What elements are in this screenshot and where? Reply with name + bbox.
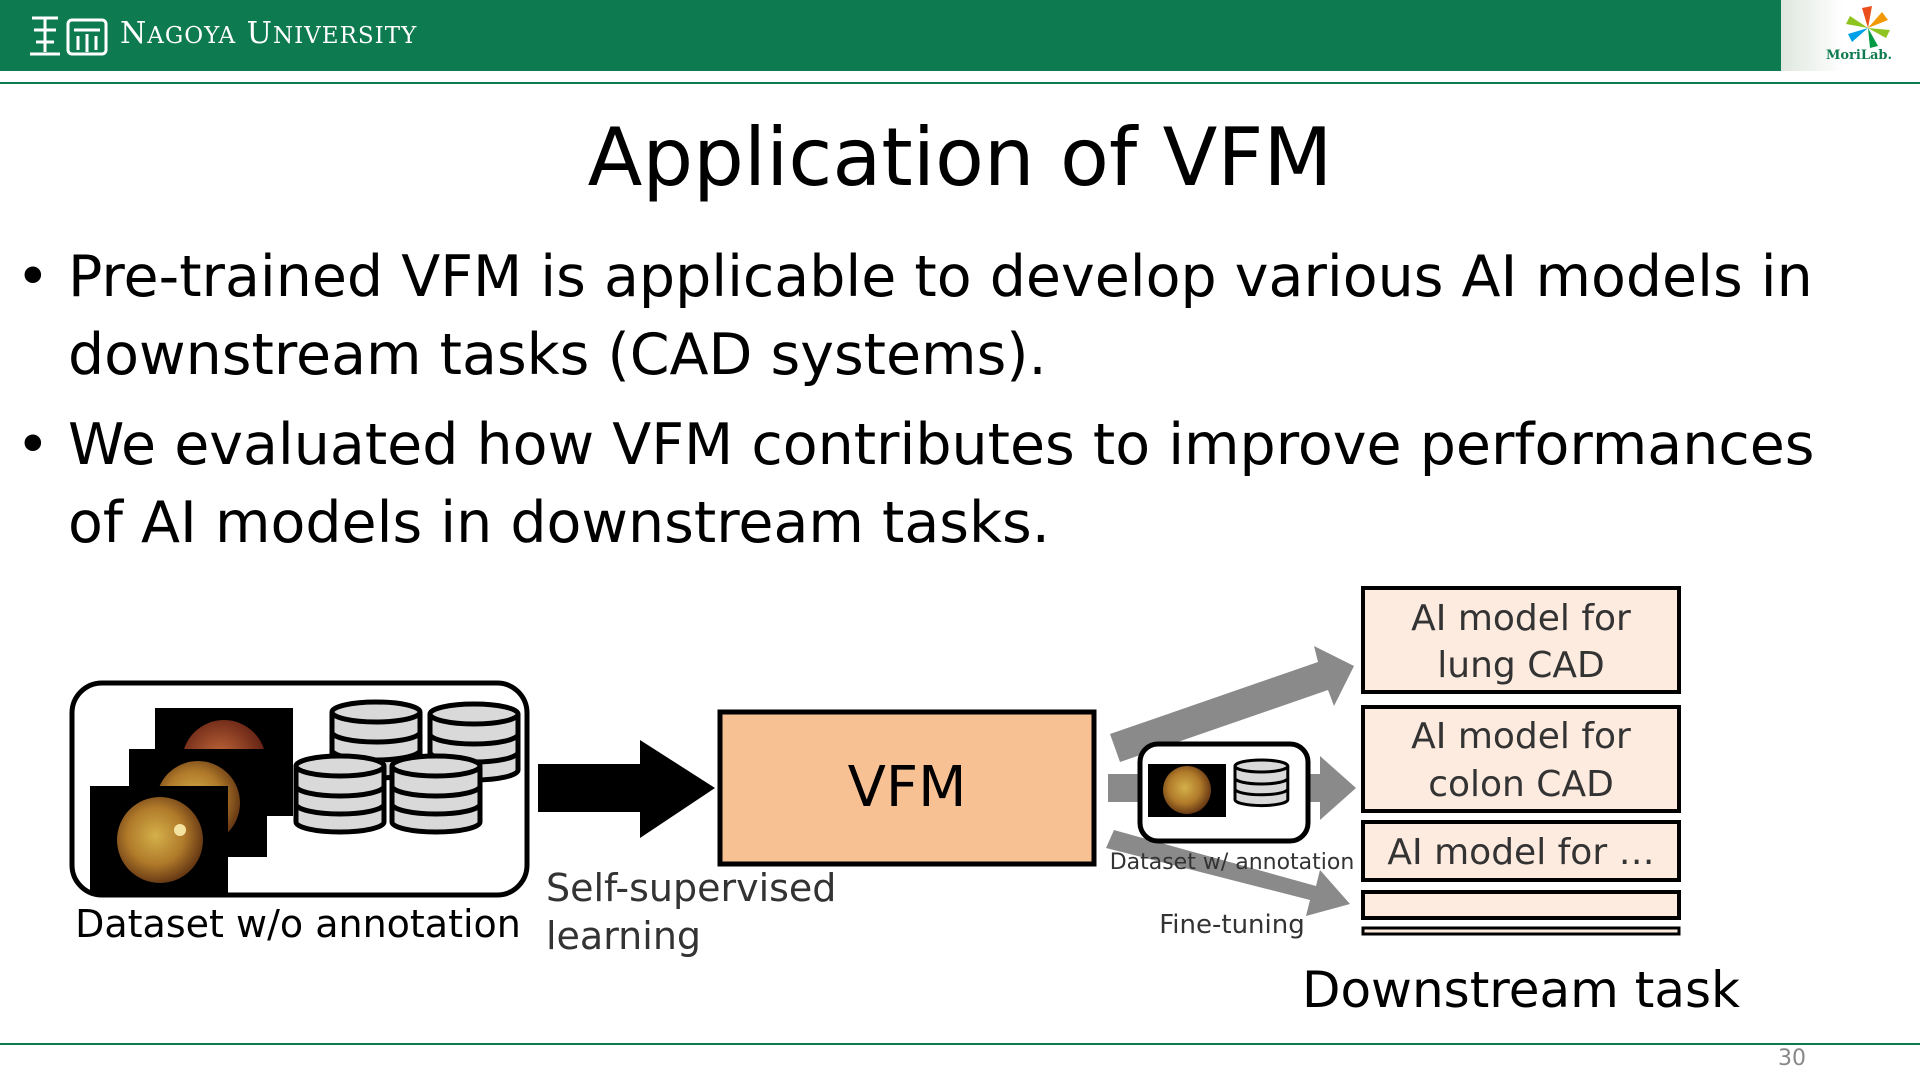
university-name-part-niversity: NIVERSITY (272, 23, 418, 49)
vfm-label: VFM (848, 755, 967, 820)
lab-logo-text: MoriLab. (1826, 48, 1893, 63)
fundus-image-icon (1148, 764, 1226, 817)
unlabeled-dataset-group (69, 680, 530, 898)
bullet-text: Pre-trained VFM is applicable to develop… (68, 244, 1813, 388)
task-box-line1: AI model for (1411, 598, 1631, 639)
morilab-pinwheel-logo-icon (1846, 6, 1890, 48)
task-box-stack (1361, 890, 1681, 920)
bullet-item: • Pre-trained VFM is applicable to devel… (16, 238, 1876, 394)
task-box-line2: colon CAD (1428, 764, 1614, 805)
university-name-initial-n: N (120, 16, 148, 51)
header-bar (0, 0, 1781, 71)
bullet-item: • We evaluated how VFM contributes to im… (16, 406, 1876, 562)
footer-divider (0, 1043, 1920, 1045)
fine-tuning-label: Fine-tuning (1159, 910, 1305, 940)
slide-title: Application of VFM (587, 111, 1333, 204)
task-box-other: AI model for … (1361, 820, 1681, 882)
bullet-dot-icon: • (16, 244, 50, 310)
task-box-line2: lung CAD (1437, 645, 1604, 686)
university-name: NAGOYA UNIVERSITY (120, 16, 417, 51)
bullet-list: • Pre-trained VFM is applicable to devel… (16, 238, 1876, 574)
database-icon (296, 756, 384, 832)
fundus-image-icon (90, 786, 228, 894)
ssl-label-line1: Self-supervised (546, 866, 836, 910)
bullet-dot-icon: • (16, 412, 50, 478)
task-box-lung: AI model for lung CAD (1361, 586, 1681, 694)
labeled-dataset-label: Dataset w/ annotation (1110, 850, 1355, 875)
nagoya-university-emblem-icon (30, 16, 108, 56)
labeled-dataset-group (1137, 741, 1311, 844)
page-number: 30 (1778, 1046, 1806, 1071)
university-name-initial-u: U (246, 16, 273, 51)
bullet-text: We evaluated how VFM contributes to impr… (68, 412, 1815, 556)
task-box-colon: AI model for colon CAD (1361, 705, 1681, 813)
ssl-label-line2: learning (546, 914, 701, 958)
unlabeled-dataset-label: Dataset w/o annotation (75, 902, 521, 946)
downstream-task-label: Downstream task (1302, 961, 1740, 1019)
self-supervised-arrow-icon (538, 740, 715, 838)
header-divider (0, 82, 1920, 84)
task-box-line1: AI model for … (1387, 832, 1654, 873)
task-box-line1: AI model for (1411, 716, 1631, 757)
arrow-to-lung-icon (1110, 646, 1354, 762)
task-box-stack (1361, 926, 1681, 936)
arrow-to-other-icon (1106, 830, 1350, 916)
vfm-box (717, 709, 1097, 867)
database-icon (392, 756, 480, 832)
database-icon (1233, 758, 1290, 808)
university-name-part-agoya: AGOYA (147, 23, 237, 49)
